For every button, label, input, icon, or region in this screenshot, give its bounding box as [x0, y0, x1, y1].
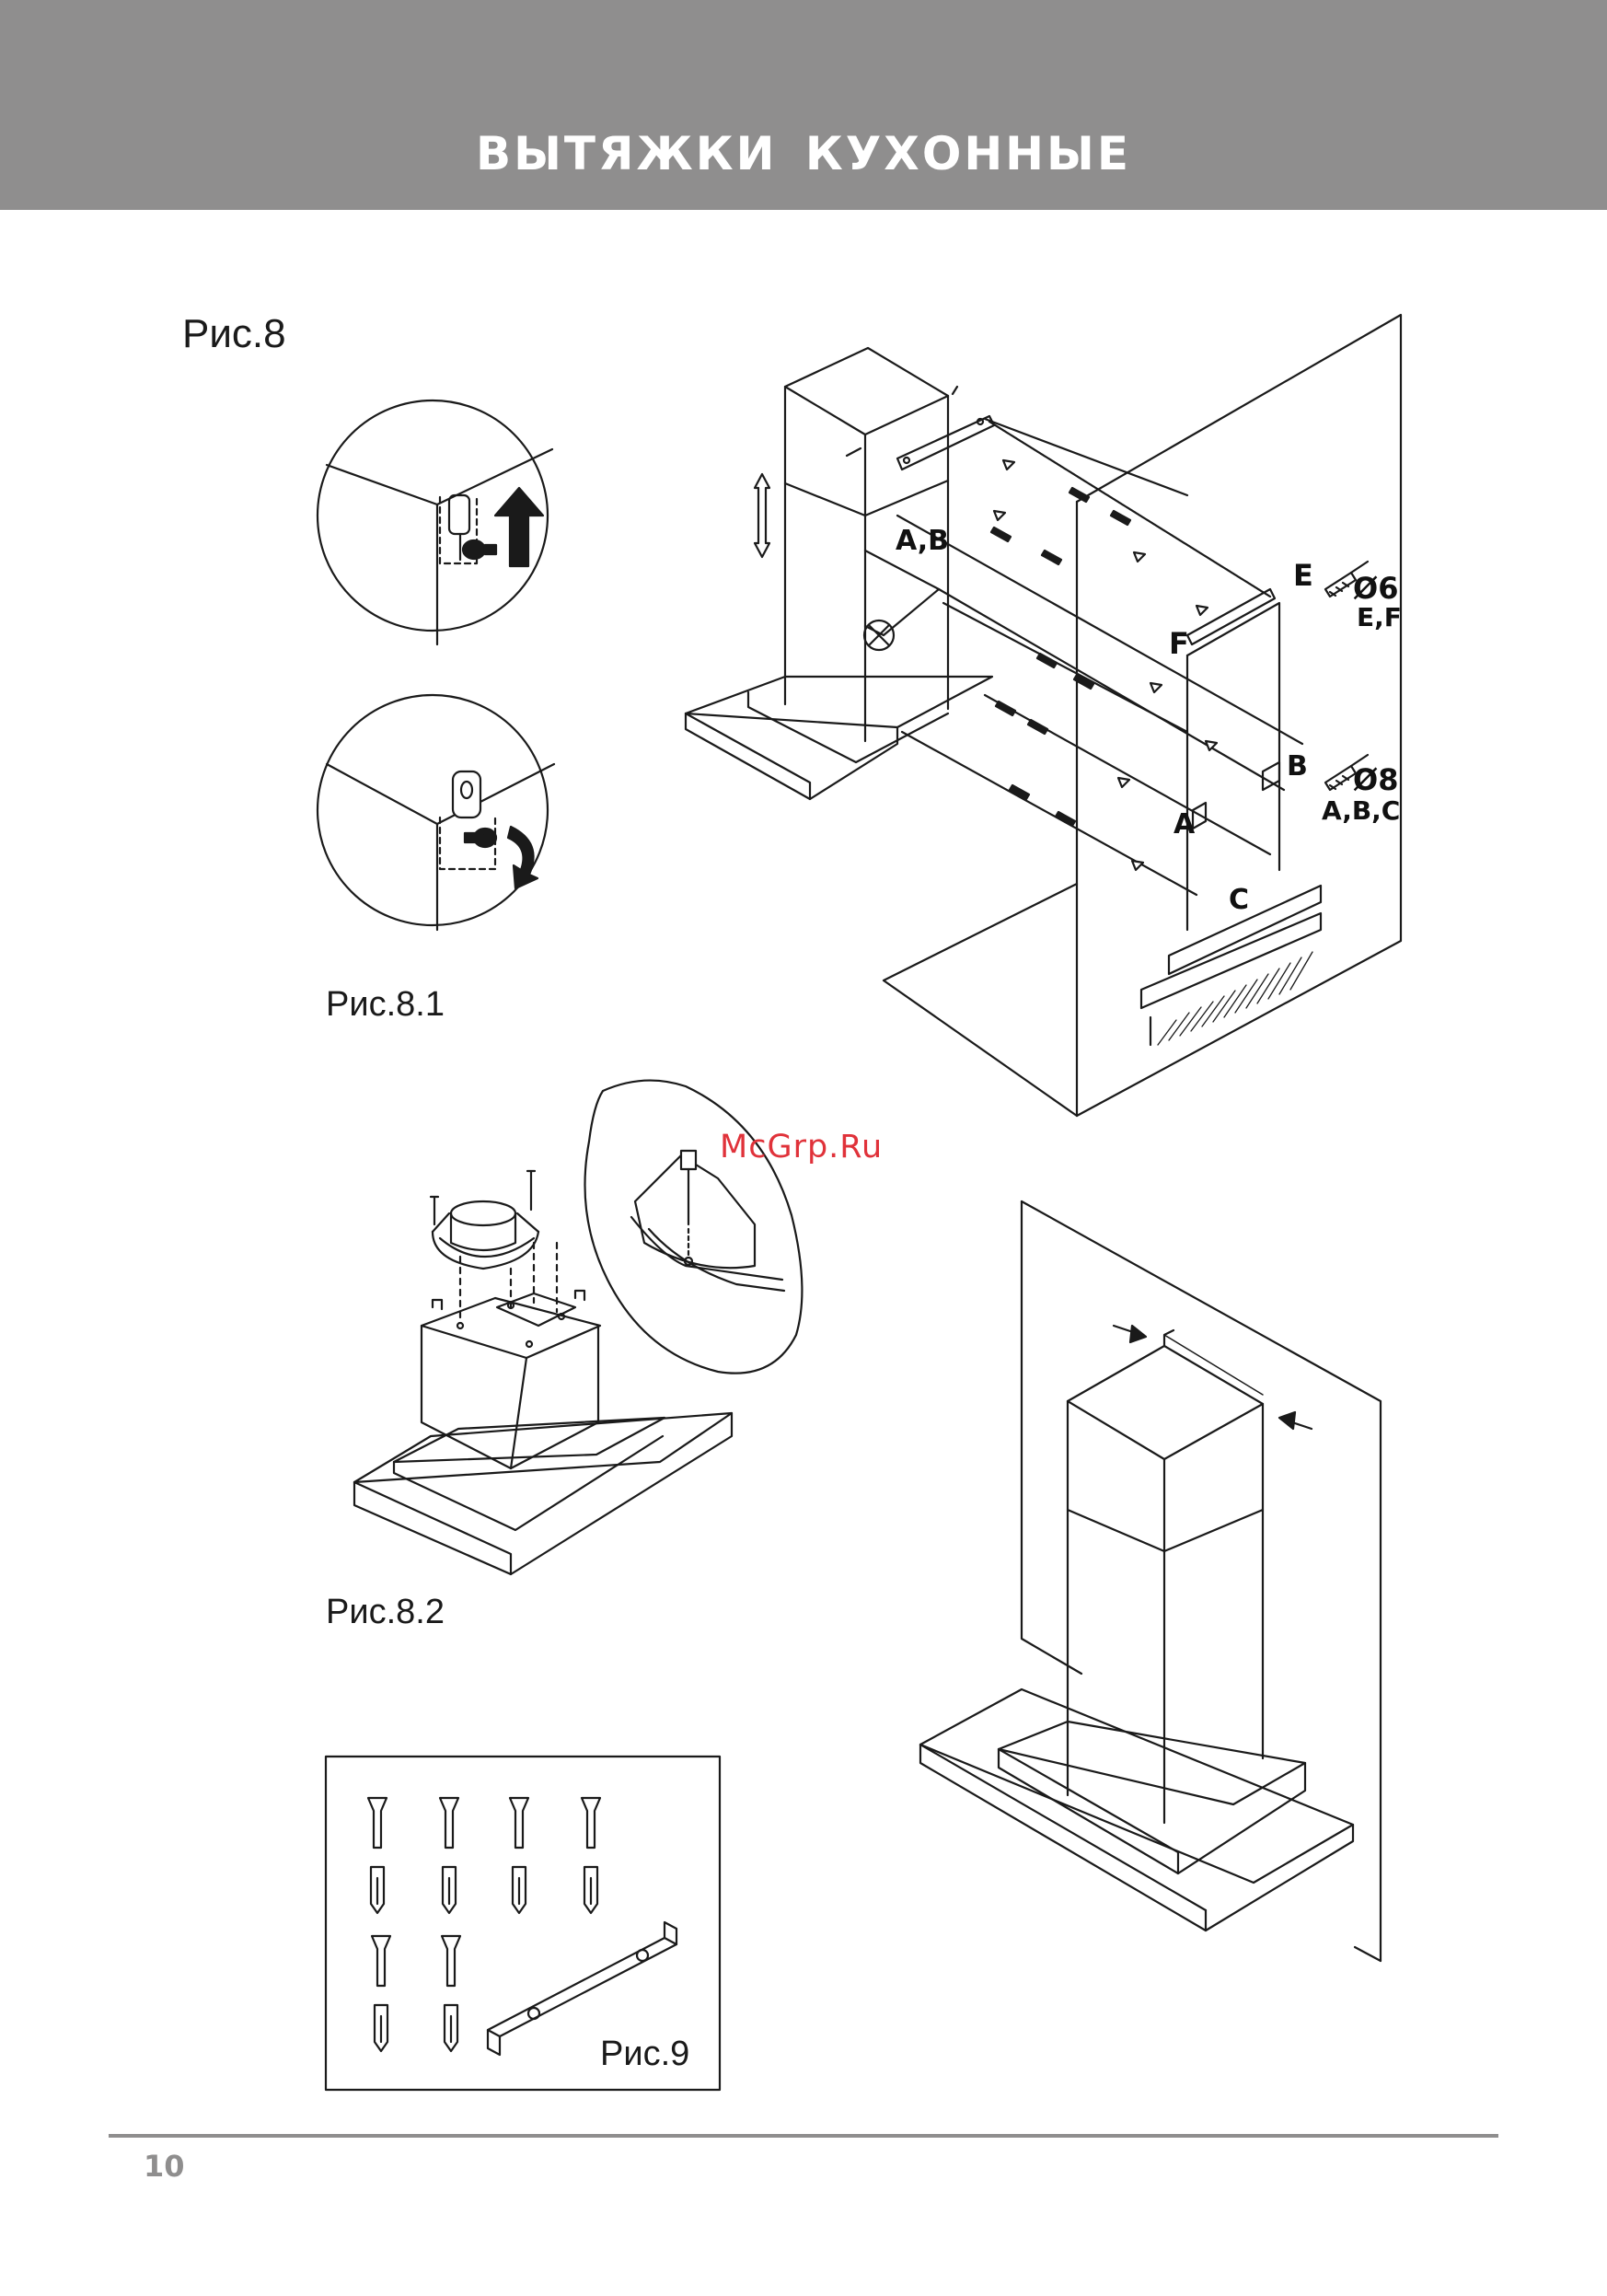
label-a: A [1173, 808, 1196, 841]
label-c: C [1229, 884, 1249, 916]
footer-divider [109, 2134, 1498, 2138]
label-ef: E,F [1357, 602, 1402, 632]
label-e: E [1293, 558, 1313, 593]
fig8-diagram: A,B E F B A C Ø6 E,F Ø8 A,B,C [686, 315, 1402, 1116]
label-f: F [1169, 626, 1189, 661]
label-abc: A,B,C [1322, 795, 1400, 826]
label-d6: Ø6 [1353, 571, 1398, 606]
figure-label-9: Рис.9 [600, 2035, 689, 2074]
fig8-2-zoom-detail [585, 1081, 803, 1374]
assembled-hood-diagram [920, 1201, 1381, 1961]
label-b: B [1287, 750, 1308, 783]
fig8-2-diagram [354, 1171, 732, 1574]
figure-label-8-1: Рис.8.1 [326, 985, 445, 1025]
fig8-1-detail-top [318, 400, 552, 644]
fig8-1-detail-bottom [318, 695, 554, 930]
page-number: 10 [144, 2149, 185, 2184]
label-ab: A,B [896, 525, 949, 557]
label-d8: Ø8 [1353, 762, 1398, 797]
figure-label-8-2: Рис.8.2 [326, 1593, 445, 1632]
plug-row-2 [375, 2005, 457, 2051]
screw-row-1 [368, 1798, 600, 1848]
screw-row-2 [372, 1936, 460, 1986]
watermark: McGrp.Ru [720, 1129, 883, 1165]
figure-label-8: Рис.8 [182, 311, 286, 357]
plug-row-1 [371, 1867, 597, 1913]
